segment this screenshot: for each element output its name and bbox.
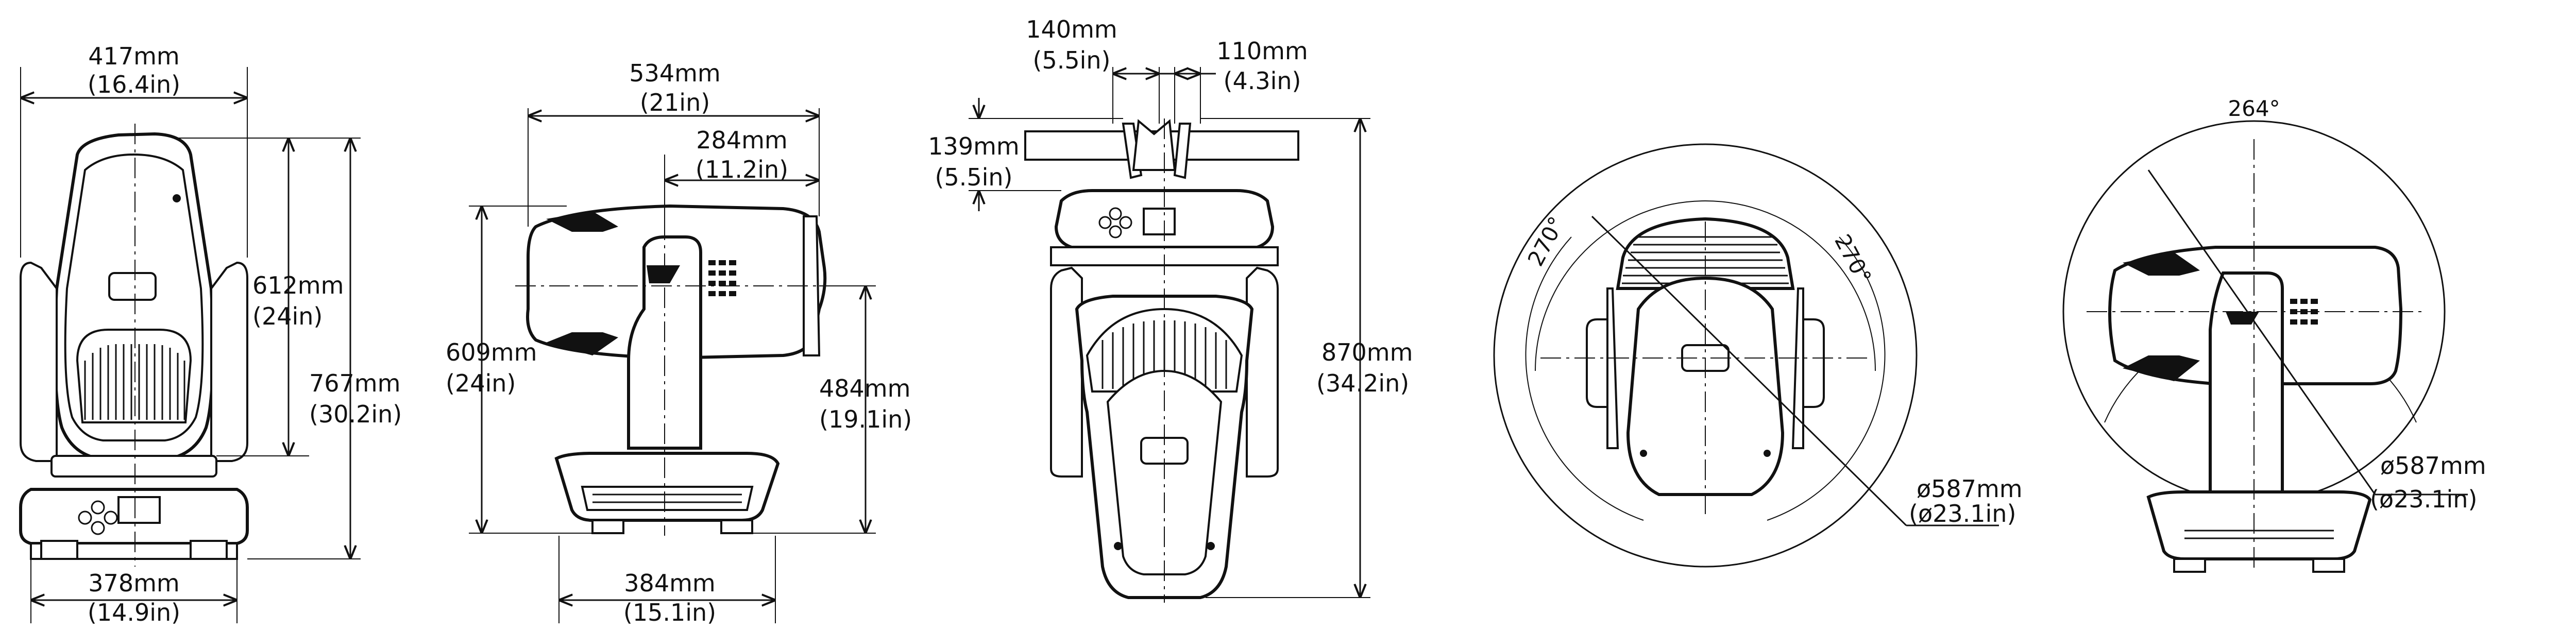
top-diameter-mm: ø587mm — [1917, 475, 2023, 503]
front-total-height-mm: 767mm — [309, 369, 400, 397]
side-view-vents — [708, 260, 736, 296]
top-view: 270° 270° ø587mm (ø23.1in) — [1493, 143, 2023, 568]
side-base-width-in: (15.1in) — [623, 599, 716, 626]
rear-bracket-slot-mm: 110mm — [1216, 37, 1308, 65]
side-height-mm: 609mm — [446, 338, 537, 366]
side-tilt-height-mm: 484mm — [819, 374, 910, 402]
front-head-height-in: (24in) — [252, 302, 323, 330]
top-pan-left-angle: 270° — [1523, 212, 1570, 270]
rear-bracket-width-in: (5.5in) — [1033, 46, 1111, 74]
front-base-width-mm: 378mm — [88, 569, 179, 597]
rear-bracket-width-mm: 140mm — [1026, 15, 1117, 43]
side-height-in: (24in) — [446, 369, 516, 397]
front-width-in: (16.4in) — [88, 71, 180, 98]
front-view: 417mm (16.4in) 612mm (24in) 767mm (30.2i… — [19, 42, 402, 626]
top-diameter-in: (ø23.1in) — [1909, 500, 2016, 527]
side-offset-mm: 284mm — [696, 126, 787, 154]
front-view-grille — [84, 344, 185, 420]
front-total-height-in: (30.2in) — [309, 400, 402, 428]
top-pan-right-angle: 270° — [1829, 230, 1876, 288]
rear-total-height-in: (34.2in) — [1316, 369, 1409, 397]
front-head-height-mm: 612mm — [252, 271, 344, 299]
top-view-circle — [1493, 143, 1918, 568]
tilt-angle: 264° — [2228, 96, 2280, 121]
front-width-mm: 417mm — [88, 42, 179, 70]
side-view: 534mm (21in) 284mm (11.2in) 609mm (24in)… — [446, 59, 912, 626]
tilt-view-fixture — [2108, 246, 2403, 573]
side-tilt-height-in: (19.1in) — [819, 405, 912, 433]
rear-bracket-height-in: (5.5in) — [935, 163, 1013, 191]
rear-bracket-slot-in: (4.3in) — [1224, 67, 1301, 95]
rear-total-height-mm: 870mm — [1321, 338, 1413, 366]
rear-bracket-height-mm: 139mm — [928, 132, 1019, 160]
front-view-fixture — [19, 124, 249, 567]
side-offset-in: (11.2in) — [696, 156, 788, 183]
tilt-view: 264° — [2062, 96, 2486, 573]
front-base-width-in: (14.9in) — [88, 599, 180, 626]
side-length-in: (21in) — [640, 89, 710, 116]
tilt-diameter-mm: ø587mm — [2380, 452, 2486, 480]
rear-view: 140mm (5.5in) 110mm (4.3in) 139mm (5.5in… — [928, 15, 1413, 603]
tilt-diameter-in: (ø23.1in) — [2370, 485, 2477, 513]
rear-view-fixture — [1024, 118, 1299, 603]
side-length-mm: 534mm — [629, 59, 720, 87]
side-view-fixture — [515, 185, 835, 536]
side-base-width-mm: 384mm — [624, 569, 715, 597]
